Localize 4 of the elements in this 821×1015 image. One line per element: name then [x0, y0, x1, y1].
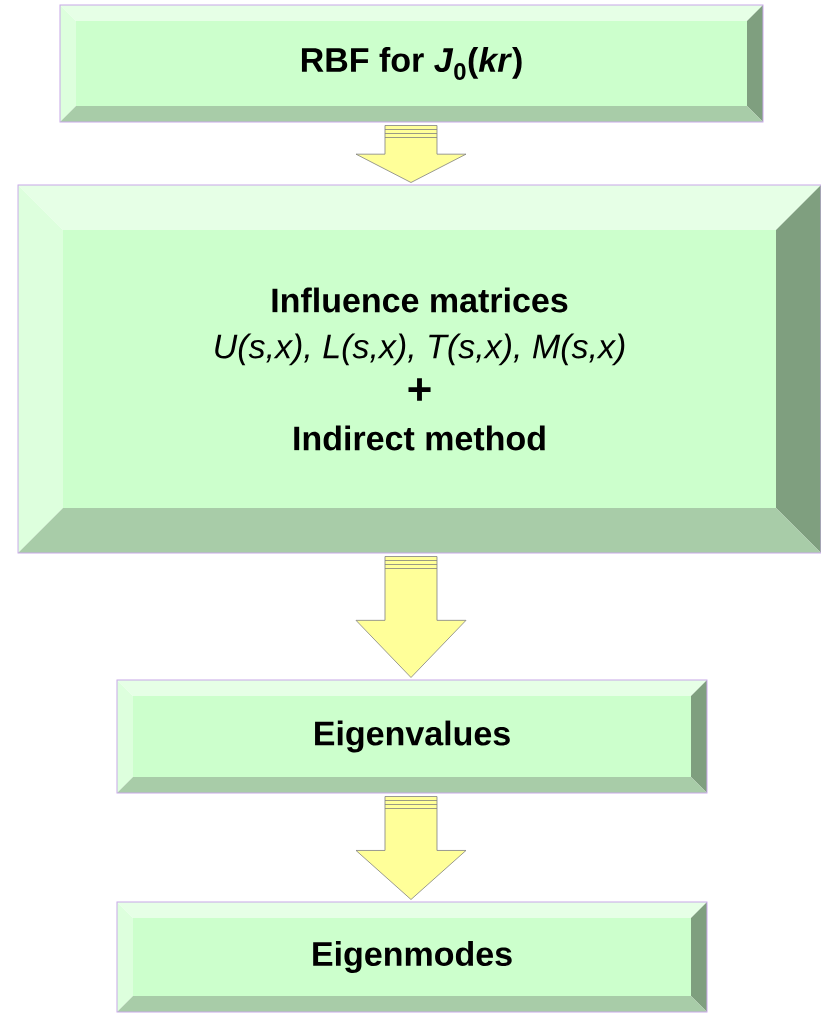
process-box: RBF for J$_{0}$(kr) [59, 4, 764, 123]
process-box: Influence matrices U(s,x), L(s,x), T(s,x), M(s,x) + Indirect method [17, 184, 821, 554]
process-box: Eigenmodes [116, 901, 708, 1013]
process-box: Eigenvalues [116, 679, 708, 794]
